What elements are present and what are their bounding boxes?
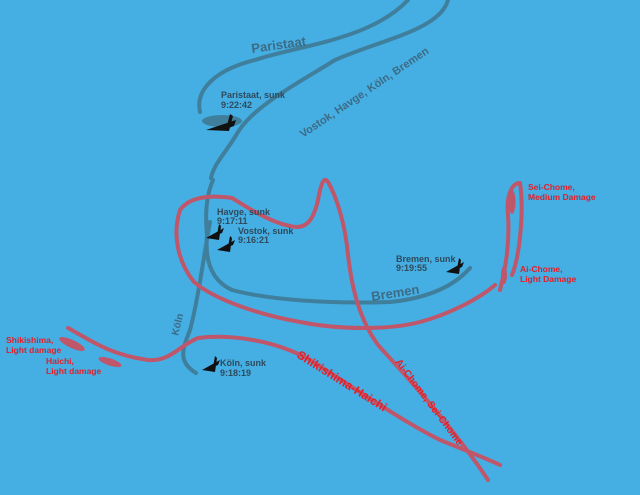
- svg-text:Paristaat, sunk: Paristaat, sunk: [221, 90, 286, 100]
- vostok-sunk-label: Vostok, sunk 9:16:21: [238, 226, 294, 245]
- vostok-group-track: [204, 178, 472, 305]
- bremen-sinking-icon: [446, 258, 464, 274]
- svg-text:Light Damage: Light Damage: [520, 274, 576, 284]
- koln-sunk-label: Köln, sunk 9:18:19: [220, 358, 267, 378]
- svg-text:Ai-Chome,: Ai-Chome,: [520, 264, 563, 274]
- shikishima-haichi-track: [66, 326, 502, 467]
- svg-text:Light damage: Light damage: [46, 366, 102, 376]
- svg-text:Havge, sunk: Havge, sunk: [217, 207, 271, 217]
- sei-chome-track: [498, 181, 524, 292]
- koln-label: Köln: [170, 313, 186, 337]
- havge-sunk-label: Havge, sunk 9:17:11: [217, 207, 271, 226]
- svg-text:Bremen, sunk: Bremen, sunk: [396, 254, 457, 264]
- svg-text:Haichi,: Haichi,: [46, 356, 74, 366]
- japanese-loop-track: [174, 194, 497, 330]
- ai-chome-damage-label: Ai-Chome, Light Damage: [520, 264, 576, 284]
- paristaat-return-track: [209, 0, 450, 180]
- haichi-damaged-icon: [98, 357, 122, 367]
- sei-chome-damage-label: Sei-Chome, Medium Damage: [528, 182, 596, 202]
- bremen-sunk-label: Bremen, sunk 9:19:55: [396, 254, 457, 273]
- bremen-label: Bremen: [370, 282, 420, 304]
- svg-text:9:17:11: 9:17:11: [217, 216, 248, 226]
- paristaat-track: [197, 0, 410, 114]
- paristaat-sunk-label: Paristaat, sunk 9:22:42: [221, 90, 286, 110]
- svg-text:Köln, sunk: Köln, sunk: [220, 358, 267, 368]
- haichi-damage-label: Haichi, Light damage: [46, 356, 102, 376]
- koln-sinking-icon: [202, 356, 220, 372]
- havge-sinking-icon: [206, 224, 224, 240]
- japanese-bay-track: [230, 177, 490, 482]
- svg-text:Light damage: Light damage: [6, 345, 62, 355]
- svg-text:Sei-Chome,: Sei-Chome,: [528, 182, 575, 192]
- svg-text:Medium Damage: Medium Damage: [528, 192, 596, 202]
- svg-text:9:19:55: 9:19:55: [396, 263, 427, 273]
- svg-text:9:16:21: 9:16:21: [238, 235, 269, 245]
- paristaat-sinking-icon: [202, 114, 242, 131]
- vostok-sinking-icon: [217, 236, 235, 252]
- svg-text:Shikishima,: Shikishima,: [6, 335, 53, 345]
- svg-text:9:18:19: 9:18:19: [220, 368, 251, 378]
- svg-text:9:22:42: 9:22:42: [221, 100, 252, 110]
- shikishima-damaged-icon: [59, 337, 85, 351]
- koln-track: [181, 220, 212, 375]
- svg-text:Vostok, sunk: Vostok, sunk: [238, 226, 294, 236]
- ai-chome-damaged-icon: [501, 266, 507, 284]
- sei-chome-damaged-icon: [508, 190, 516, 214]
- shikishima-damage-label: Shikishima, Light damage: [6, 335, 62, 355]
